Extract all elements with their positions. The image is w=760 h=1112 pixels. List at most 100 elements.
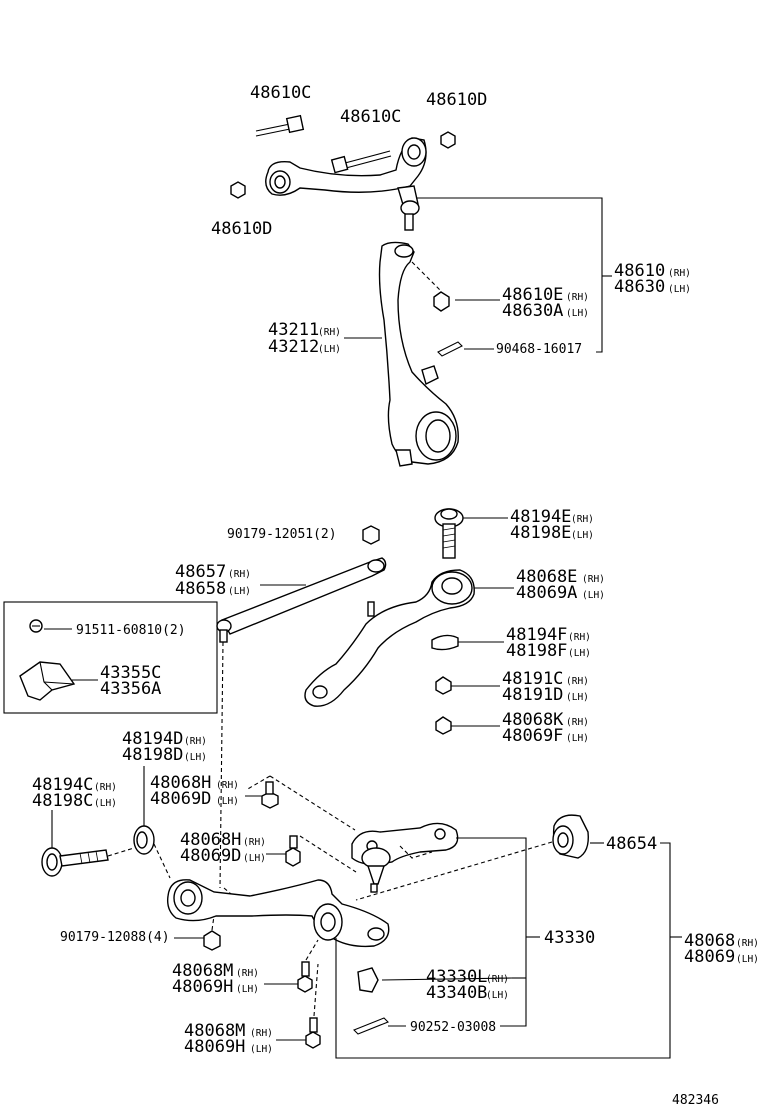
label-43211: 43211: [268, 320, 319, 340]
label-48198c-side: (LH): [94, 798, 117, 809]
label-48069a: 48069A: [516, 583, 577, 603]
label-43355c: 43355C: [100, 663, 161, 683]
pin-90252-03008: [353, 1017, 389, 1035]
label-43340b: 43340B: [426, 983, 487, 1003]
bracket-43330: [456, 837, 527, 1027]
label-90179-12051: 90179-12051(2): [227, 527, 337, 542]
label-48610-side: (RH): [668, 268, 691, 279]
label-43212-side: (LH): [318, 344, 341, 355]
label-48194f: 48194F: [506, 625, 567, 645]
label-48069h-b: 48069H: [184, 1037, 245, 1057]
nut-43330l: [357, 967, 379, 993]
nut-48068k: [435, 716, 452, 735]
label-48610d-b: 48610D: [211, 219, 272, 239]
label-43356a: 43356A: [100, 679, 161, 699]
label-48610c-b: 48610C: [340, 107, 401, 127]
strut-rod-48657: [216, 557, 387, 643]
label-48069h-b-side: (LH): [250, 1044, 273, 1055]
label-90468-16017: 90468-16017: [496, 342, 582, 357]
label-48658: 48658: [175, 579, 226, 599]
label-48069a-side: (LH): [582, 590, 605, 601]
label-48069d-b-side: (LH): [243, 853, 266, 864]
label-48610c-a: 48610C: [250, 83, 311, 103]
upper-control-arm: [265, 137, 427, 231]
label-48194d: 48194D: [122, 729, 183, 749]
label-48658-side: (LH): [228, 586, 251, 597]
bushing-48654: [552, 814, 589, 859]
bushing-48194d: [133, 825, 155, 855]
label-43211-side: (RH): [318, 327, 341, 338]
label-43340b-side: (LH): [486, 990, 509, 1001]
label-48630: 48630: [614, 277, 665, 297]
label-48198c: 48198C: [32, 791, 93, 811]
ball-joint: [351, 822, 459, 893]
lower-control-arm: [166, 879, 390, 948]
washer-48194f: [431, 634, 459, 651]
inset-box: [3, 601, 218, 714]
bolt-48610c-middle: [330, 150, 392, 174]
label-48069d-a-side: (LH): [216, 796, 239, 807]
nut-48191c: [435, 676, 452, 695]
label-43330l: 43330L: [426, 967, 487, 987]
bolt-48068h-b: [285, 835, 301, 867]
label-48191c: 48191C: [502, 669, 563, 689]
label-48068h-b-side: (RH): [243, 837, 266, 848]
label-48657: 48657: [175, 562, 226, 582]
label-48198e: 48198E: [510, 523, 571, 543]
label-48657-side: (RH): [228, 569, 251, 580]
label-48069: 48069: [684, 947, 735, 967]
label-48068m-a: 48068M: [172, 961, 233, 981]
nut-90179-12088: [203, 930, 221, 951]
lower-arm-front: [304, 569, 475, 707]
label-48198e-side: (LH): [571, 530, 594, 541]
label-43330l-side: (RH): [486, 974, 509, 985]
label-48068h-b: 48068H: [180, 830, 241, 850]
bolt-48068m-b: [305, 1017, 321, 1049]
nut-48610e: [433, 291, 450, 312]
label-48068h-a-side: (RH): [216, 780, 239, 791]
label-48068m-b-side: (RH): [250, 1028, 273, 1039]
label-48630-side: (LH): [668, 284, 691, 295]
label-48069f-side: (LH): [566, 733, 589, 744]
label-90179-12088: 90179-12088(4): [60, 930, 170, 945]
diagram-id: 482346: [672, 1093, 719, 1108]
bracket-48610: [416, 197, 603, 353]
label-48194d-side: (RH): [184, 736, 207, 747]
label-48068k: 48068K: [502, 710, 564, 730]
nut-48610d-left: [230, 181, 246, 199]
label-48068: 48068: [684, 931, 735, 951]
label-48654: 48654: [606, 834, 657, 854]
label-48194e-side: (RH): [571, 514, 594, 525]
label-48191d-side: (LH): [566, 692, 589, 703]
label-48630a: 48630A: [502, 301, 563, 321]
label-48069h-a: 48069H: [172, 977, 233, 997]
label-91511-60810: 91511-60810(2): [76, 623, 186, 638]
bracket-48068: [335, 842, 671, 1059]
label-48069d-b: 48069D: [180, 846, 241, 866]
label-48198f: 48198F: [506, 641, 567, 661]
label-48068-side: (RH): [736, 938, 759, 949]
label-48610: 48610: [614, 261, 665, 281]
label-48068e-side: (RH): [582, 574, 605, 585]
bolt-91511-60810: [29, 619, 43, 633]
label-43212: 43212: [268, 337, 319, 357]
label-48194c: 48194C: [32, 775, 93, 795]
nut-48610d-right: [440, 131, 456, 149]
label-48194e: 48194E: [510, 507, 571, 527]
label-48069h-a-side: (LH): [236, 984, 259, 995]
steering-knuckle: [378, 241, 459, 467]
label-48610e: 48610E: [502, 285, 563, 305]
bolt-48194e: [434, 508, 464, 559]
label-48068k-side: (RH): [566, 717, 589, 728]
bolt-48610c-upper: [255, 114, 305, 137]
label-48198d: 48198D: [122, 745, 183, 765]
bolt-48194c: [41, 847, 109, 877]
label-48191c-side: (RH): [566, 676, 589, 687]
nut-90179-12051: [362, 525, 380, 545]
label-43330: 43330: [544, 928, 595, 948]
label-48194c-side: (RH): [94, 782, 117, 793]
label-48069d-a: 48069D: [150, 789, 211, 809]
label-48068h-a: 48068H: [150, 773, 211, 793]
label-48068m-b: 48068M: [184, 1021, 245, 1041]
